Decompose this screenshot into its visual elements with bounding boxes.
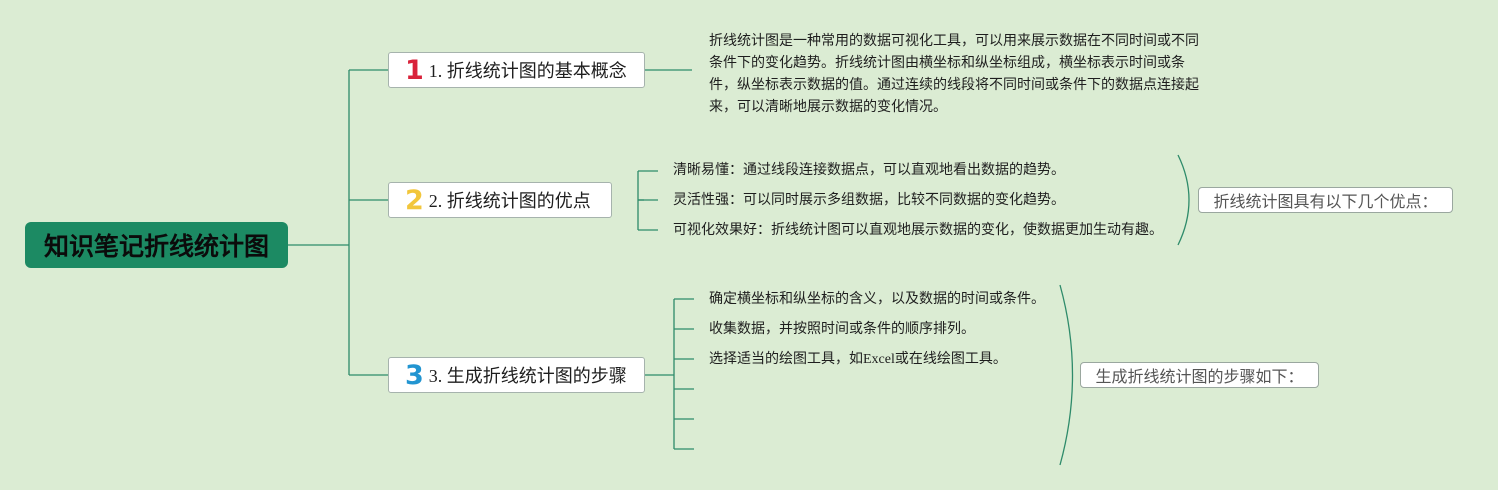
advantage-item[interactable]: 灵活性强：可以同时展示多组数据，比较不同数据的变化趋势。 — [673, 193, 1065, 208]
root-topic[interactable]: 知识笔记折线统计图 — [25, 222, 288, 268]
branch-steps[interactable]: 3 3. 生成折线统计图的步骤 — [388, 357, 645, 393]
summary-label: 生成折线统计图的步骤如下： — [1095, 369, 1304, 386]
step-item[interactable]: 选择适当的绘图工具，如Excel或在线绘图工具。 — [709, 352, 1007, 367]
branch-label: 1. 折线统计图的基本概念 — [428, 61, 627, 81]
advantages-summary[interactable]: 折线统计图具有以下几个优点： — [1198, 187, 1453, 213]
concept-paragraph: 折线统计图是一种常用的数据可视化工具，可以用来展示数据在不同时间或不同条件下的变… — [709, 34, 1199, 115]
step-item[interactable]: 确定横坐标和纵坐标的含义，以及数据的时间或条件。 — [709, 292, 1045, 307]
branch-label: 3. 生成折线统计图的步骤 — [428, 366, 627, 386]
summary-label: 折线统计图具有以下几个优点： — [1213, 194, 1438, 211]
advantage-item[interactable]: 可视化效果好：折线统计图可以直观地展示数据的变化，使数据更加生动有趣。 — [673, 223, 1163, 238]
branch-basic-concept[interactable]: 1 1. 折线统计图的基本概念 — [388, 52, 645, 88]
number-1-icon: 1 — [405, 54, 424, 86]
root-title: 知识笔记折线统计图 — [43, 232, 269, 261]
advantage-item[interactable]: 清晰易懂：通过线段连接数据点，可以直观地看出数据的趋势。 — [673, 163, 1065, 178]
branch-advantages[interactable]: 2 2. 折线统计图的优点 — [388, 182, 612, 218]
steps-summary[interactable]: 生成折线统计图的步骤如下： — [1080, 362, 1319, 388]
step-item[interactable]: 收集数据，并按照时间或条件的顺序排列。 — [709, 322, 975, 337]
number-3-icon: 3 — [405, 359, 424, 391]
number-2-icon: 2 — [405, 184, 424, 216]
branch-label: 2. 折线统计图的优点 — [428, 191, 591, 211]
